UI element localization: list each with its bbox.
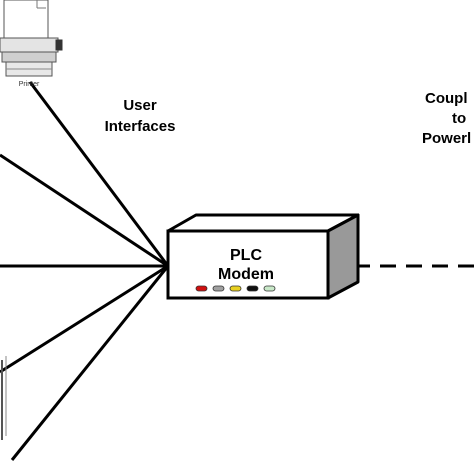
- red-light: [195, 285, 208, 292]
- light-green-light: [263, 285, 276, 292]
- connection-lines: [0, 81, 170, 461]
- gray-light: [212, 285, 225, 292]
- modem-indicator-lights: [195, 285, 276, 292]
- yellow-light: [229, 285, 242, 292]
- lower-device-connection-line: [0, 264, 169, 374]
- black-light: [246, 285, 259, 292]
- modem-label-line-2: Modem: [218, 266, 274, 283]
- printer-label: Printer: [19, 81, 40, 88]
- user-interfaces-line-1: User: [123, 97, 157, 114]
- bottom-device-connection-line: [10, 265, 170, 461]
- printer-icon: Printer: [0, 0, 63, 88]
- user-interfaces-line-2: Interfaces: [105, 118, 176, 135]
- device-edge-icon: [1, 356, 7, 440]
- coupling-line-1: Coupl: [425, 90, 468, 107]
- modem-side-face: [326, 213, 360, 300]
- coupling-to-powerline-label: Coupl to Powerl: [422, 90, 471, 147]
- user-interfaces-label: User Interfaces: [105, 97, 176, 135]
- modem-label-line-1: PLC: [230, 247, 262, 264]
- left-device-connection-line: [0, 153, 169, 268]
- plc-modem-box: PLC Modem: [166, 213, 360, 300]
- printer-connection-line: [28, 81, 170, 267]
- coupling-line-2: to: [452, 110, 466, 127]
- coupling-line-3: Powerl: [422, 130, 471, 147]
